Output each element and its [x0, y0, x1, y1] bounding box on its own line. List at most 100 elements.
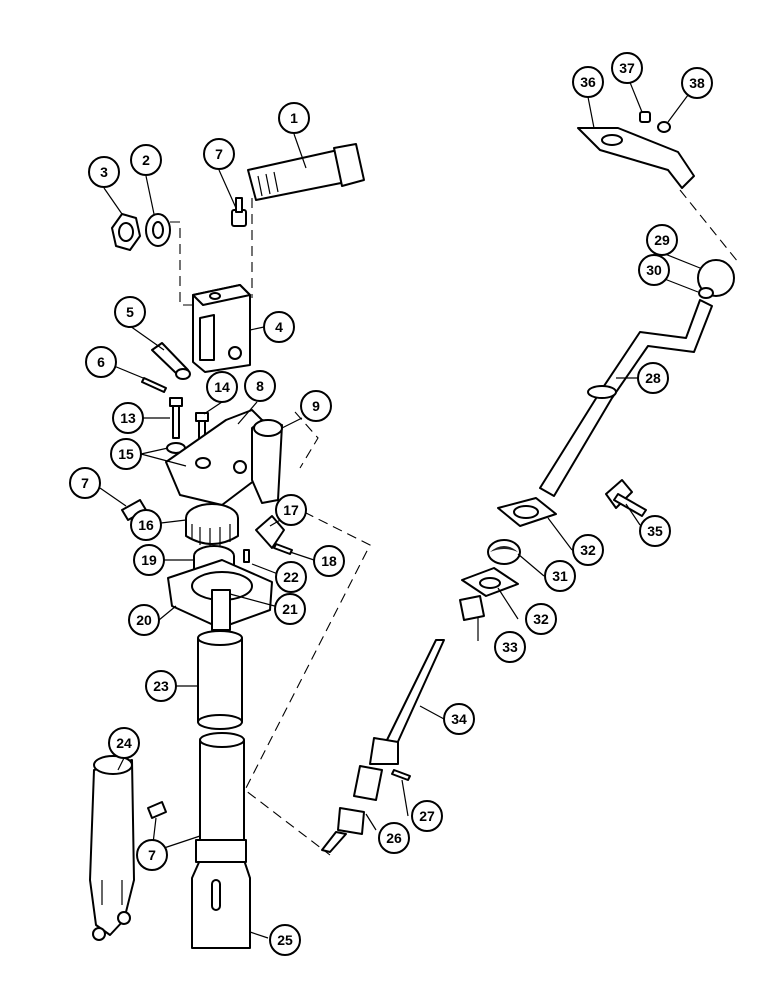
svg-text:29: 29	[654, 232, 670, 248]
callout-8: 8	[244, 370, 276, 402]
nut-part	[698, 287, 714, 299]
callout-33: 33	[494, 631, 526, 663]
svg-text:32: 32	[580, 542, 596, 558]
callout-4: 4	[263, 311, 295, 343]
gasket-plate-part	[461, 567, 519, 597]
svg-text:28: 28	[645, 370, 661, 386]
roll-pin-part	[273, 543, 293, 555]
callout-13: 13	[112, 402, 144, 434]
svg-text:33: 33	[502, 639, 518, 655]
pinion-gear-part	[255, 515, 285, 549]
svg-text:5: 5	[126, 304, 134, 320]
svg-text:22: 22	[283, 569, 299, 585]
callout-3: 3	[88, 156, 120, 188]
svg-text:20: 20	[136, 612, 152, 628]
svg-text:4: 4	[275, 319, 283, 335]
svg-text:16: 16	[138, 517, 154, 533]
callout-15: 15	[110, 438, 142, 470]
svg-text:37: 37	[619, 60, 635, 76]
mounting-plate-part	[577, 127, 695, 189]
svg-text:6: 6	[97, 354, 105, 370]
callout-29: 29	[646, 224, 678, 256]
svg-text:35: 35	[647, 523, 663, 539]
leader-lines	[99, 74, 701, 939]
washer-part	[657, 121, 671, 133]
callout-7-left: 7	[69, 467, 101, 499]
callout-21: 21	[274, 593, 306, 625]
callout-30: 30	[638, 254, 670, 286]
callout-5: 5	[114, 296, 146, 328]
callout-14: 14	[206, 371, 238, 403]
callout-37: 37	[611, 52, 643, 84]
svg-text:31: 31	[552, 568, 568, 584]
callout-17: 17	[275, 494, 307, 526]
lever-part	[539, 299, 713, 497]
callout-28: 28	[637, 362, 669, 394]
svg-text:32: 32	[533, 611, 549, 627]
svg-text:36: 36	[580, 74, 596, 90]
gear-part	[185, 503, 239, 547]
callout-7-top: 7	[203, 138, 235, 170]
bolt-part	[166, 397, 186, 454]
callout-7-lower: 7	[136, 839, 168, 871]
callout-19: 19	[133, 544, 165, 576]
roll-pin-part	[243, 549, 250, 563]
svg-text:38: 38	[689, 75, 705, 91]
grease-fitting-part	[147, 801, 167, 819]
grease-fitting-part	[231, 197, 247, 227]
svg-text:21: 21	[282, 601, 298, 617]
callout-25: 25	[269, 924, 301, 956]
callout-18: 18	[313, 545, 345, 577]
alignment-lines	[170, 189, 739, 856]
clevis-block-part	[192, 284, 251, 373]
washer-part	[145, 213, 171, 247]
callout-32-upper: 32	[572, 534, 604, 566]
svg-text:8: 8	[256, 378, 264, 394]
svg-text:24: 24	[116, 735, 132, 751]
svg-text:9: 9	[312, 398, 320, 414]
svg-text:34: 34	[451, 711, 467, 727]
shaft-part	[369, 639, 445, 765]
callout-16: 16	[130, 509, 162, 541]
callout-9: 9	[300, 390, 332, 422]
bolt-part	[605, 479, 647, 517]
svg-text:2: 2	[142, 152, 150, 168]
svg-text:19: 19	[141, 552, 157, 568]
block-part	[459, 595, 485, 621]
callout-34: 34	[443, 703, 475, 735]
svg-text:7: 7	[81, 475, 89, 491]
callout-2: 2	[130, 144, 162, 176]
callout-36: 36	[572, 66, 604, 98]
universal-joint-part	[321, 765, 383, 853]
lower-leg-part	[191, 732, 251, 949]
roll-pin-part	[391, 769, 411, 781]
svg-text:17: 17	[283, 502, 299, 518]
svg-text:13: 13	[120, 410, 136, 426]
base-flange-part	[167, 559, 273, 631]
callout-24: 24	[108, 727, 140, 759]
svg-text:27: 27	[419, 808, 435, 824]
svg-text:25: 25	[277, 932, 293, 948]
svg-text:7: 7	[215, 146, 223, 162]
knob-part	[697, 259, 735, 297]
svg-text:14: 14	[214, 379, 230, 395]
svg-text:7: 7	[148, 847, 156, 863]
callout-27: 27	[411, 800, 443, 832]
callout-38: 38	[681, 67, 713, 99]
callout-1: 1	[278, 102, 310, 134]
callout-26: 26	[378, 822, 410, 854]
screw-part	[639, 111, 651, 123]
svg-text:26: 26	[386, 830, 402, 846]
nut-part	[111, 213, 141, 251]
callout-31: 31	[544, 560, 576, 592]
split-pin-part	[141, 377, 167, 393]
tube-part	[197, 630, 243, 730]
callout-6: 6	[85, 346, 117, 378]
callout-32-lower: 32	[525, 603, 557, 635]
clevis-pin-part	[151, 342, 191, 380]
yoke-part	[89, 755, 135, 941]
gasket-plate-part	[497, 497, 557, 527]
callout-23: 23	[145, 670, 177, 702]
svg-text:23: 23	[153, 678, 169, 694]
